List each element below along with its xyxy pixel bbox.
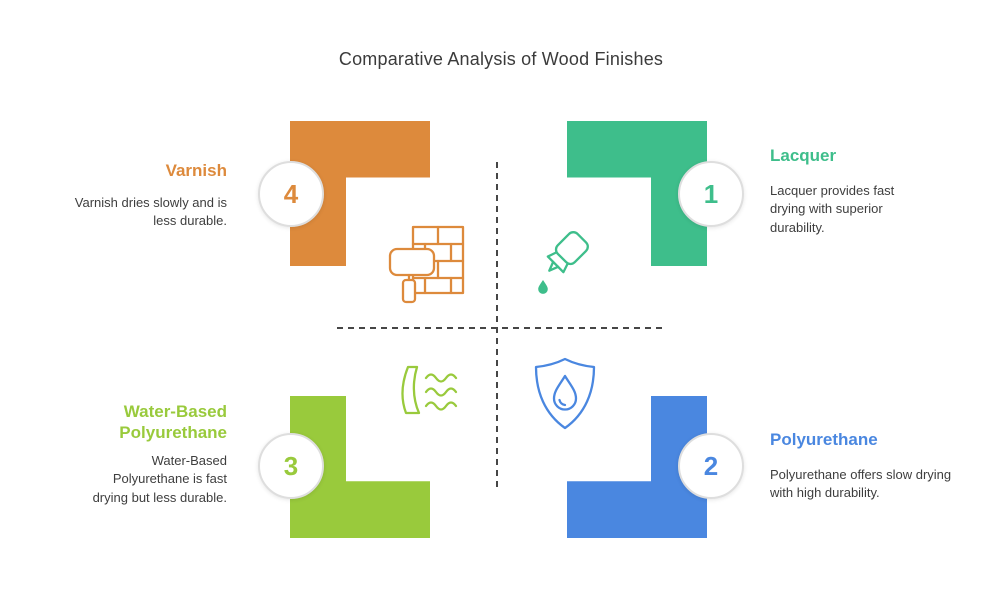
water-based-step-badge: 3 — [258, 433, 324, 499]
lacquer-description: Lacquer provides fast drying with superi… — [770, 183, 895, 235]
lacquer-title: Lacquer — [770, 146, 837, 165]
water-based-description: Water-Based Polyurethane is fast drying … — [92, 453, 227, 505]
water-waves-icon — [393, 364, 467, 426]
water-based-title: Water-Based Polyurethane — [119, 402, 227, 443]
polyurethane-step-number: 2 — [703, 450, 719, 481]
varnish-title: Varnish — [165, 161, 227, 180]
varnish-step-number: 4 — [283, 178, 299, 209]
lacquer-step-number: 1 — [703, 178, 719, 209]
paint-roller-icon — [388, 223, 466, 305]
shield-water-drop-icon — [527, 355, 603, 433]
polyurethane-step-badge: 2 — [678, 433, 744, 499]
page-title: Comparative Analysis of Wood Finishes — [338, 49, 664, 69]
glue-bottle-icon — [530, 220, 602, 304]
varnish-description: Varnish dries slowly and is less durable… — [74, 195, 227, 229]
water-based-step-number: 3 — [283, 450, 299, 481]
varnish-step-badge: 4 — [258, 161, 324, 227]
polyurethane-description: Polyurethane offers slow drying with hig… — [770, 467, 952, 501]
lacquer-step-badge: 1 — [678, 161, 744, 227]
horizontal-divider — [337, 327, 664, 329]
polyurethane-title: Polyurethane — [770, 430, 878, 449]
